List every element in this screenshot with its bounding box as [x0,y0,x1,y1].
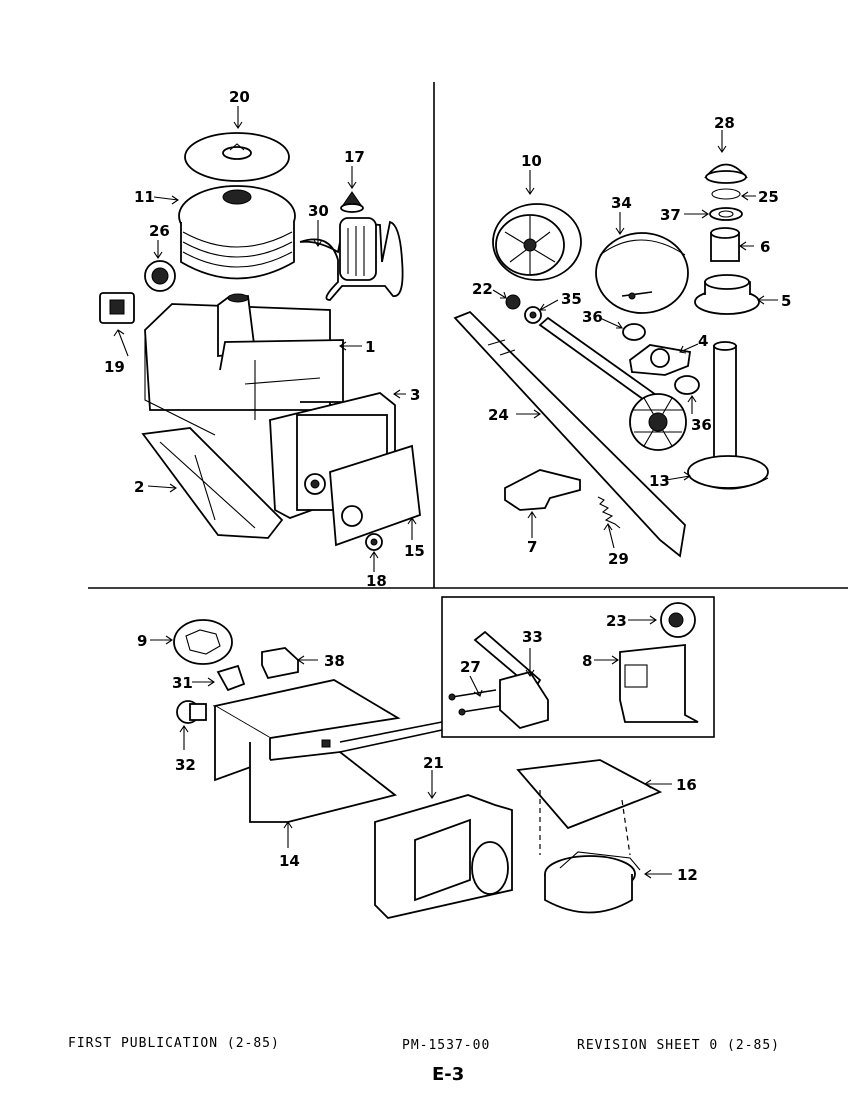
callout-8: 8 [582,652,592,670]
leader-lines [113,106,778,879]
callout-11: 11 [134,188,155,206]
bearing-cap [340,191,364,213]
switch [99,292,135,324]
callout-30: 30 [308,202,329,220]
callout-38: 38 [324,652,345,670]
agitator-blade [299,217,404,301]
washer [524,306,542,324]
drive-pulley [492,203,582,281]
callout-16: 16 [676,776,697,794]
mounting-plate [619,643,699,723]
retainer-ring [709,207,743,221]
callout-37: 37 [660,206,681,224]
callout-13: 13 [649,472,670,490]
callout-14: 14 [279,852,300,870]
shifter-fork [629,344,692,376]
callout-3: 3 [410,386,420,404]
cam [595,232,689,314]
callout-28: 28 [714,114,735,132]
dome-cap [704,163,748,184]
callout-24: 24 [488,406,509,424]
callout-12: 12 [677,866,698,884]
callout-22: 22 [472,280,493,298]
callout-9: 9 [137,632,147,650]
callout-17: 17 [344,148,365,166]
bearing [505,294,521,310]
callout-36a: 36 [582,308,603,326]
mounting-base [141,427,284,539]
callout-18: 18 [366,572,387,590]
grommet [660,602,696,638]
sleeve [710,227,740,262]
switch-detail-frame [339,596,715,753]
page-number: E-3 [432,1064,465,1085]
snap-ring [711,188,741,200]
bushing [622,323,700,395]
motor [374,794,513,919]
screws [448,689,501,716]
callout-15: 15 [404,542,425,560]
pump [544,851,641,914]
callout-29: 29 [608,550,629,568]
seal [144,260,176,292]
callout-19: 19 [104,358,125,376]
callout-1: 1 [365,338,375,356]
callout-20: 20 [229,88,250,106]
control-panel [212,679,401,823]
gearcase-housing [144,293,344,436]
switch-lever [216,664,246,692]
knob-insert [176,700,207,724]
hex-nut [694,274,760,315]
motor-cover-plate [516,759,663,856]
rack [453,310,686,558]
cover-plate [329,444,421,547]
cam-block [261,647,299,680]
footer-revision: REVISION SHEET 0 (2-85) [577,1038,781,1053]
callout-10: 10 [521,152,542,170]
agitator-shaft-gear [687,341,769,490]
pulley-assembly [178,132,296,280]
plug [365,533,383,551]
footer-part-number: PM-1537-00 [402,1038,491,1053]
callout-labels: 20 11 17 30 26 19 1 3 2 15 18 10 34 22 3… [104,88,791,884]
spring [597,496,621,529]
callout-5: 5 [781,292,791,310]
lid-switch [473,630,549,730]
callout-23: 23 [606,612,627,630]
footer-publication: FIRST PUBLICATION (2-85) [68,1036,280,1051]
callout-7: 7 [527,538,537,556]
callout-31: 31 [172,674,193,692]
callout-6: 6 [760,238,770,256]
callout-33: 33 [522,628,543,646]
bracket [504,469,581,511]
pinion-gear [629,393,687,451]
callout-34: 34 [611,194,632,212]
timer-knob [173,619,233,665]
callout-36b: 36 [691,416,712,434]
callout-32: 32 [175,756,196,774]
callout-35: 35 [561,290,582,308]
callout-4: 4 [698,332,708,350]
callout-25: 25 [758,188,779,206]
callout-21: 21 [423,754,444,772]
callout-27: 27 [460,658,481,676]
callout-2: 2 [134,478,144,496]
callout-26: 26 [149,222,170,240]
